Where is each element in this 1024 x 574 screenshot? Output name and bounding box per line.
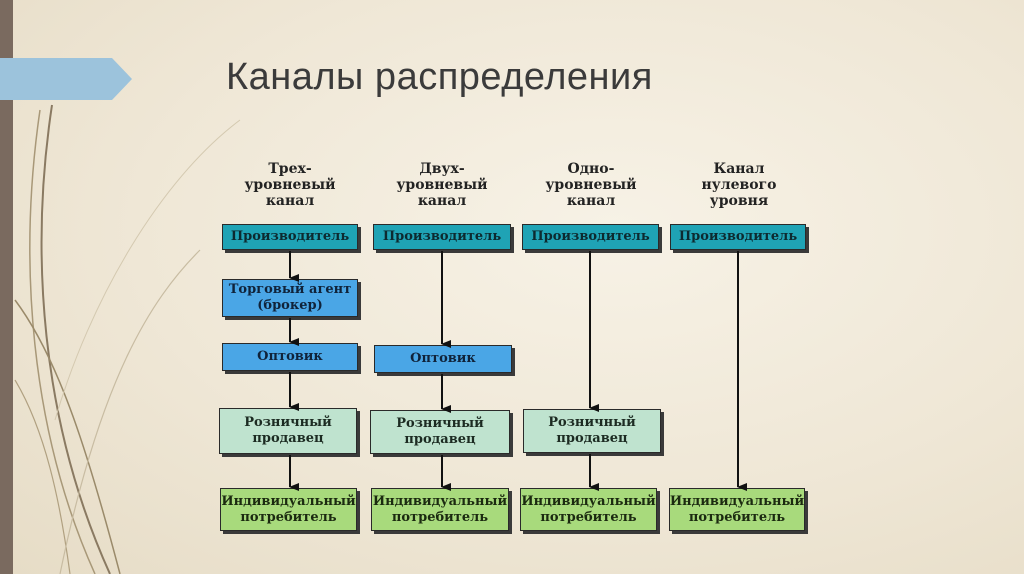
- column-header-one-level: Одно- уровневый канал: [545, 161, 637, 209]
- wholesaler-box: Оптовик: [222, 343, 358, 371]
- decorative-curves: [14, 104, 241, 574]
- retailer-box: Розничный продавец: [370, 410, 510, 454]
- left-accent-bar: [0, 0, 13, 574]
- consumer-box: Индивидуальный потребитель: [669, 488, 805, 531]
- consumer-box: Индивидуальный потребитель: [220, 488, 357, 531]
- page-title: Каналы распределения: [226, 56, 653, 98]
- column-header-zero-level: Канал нулевого уровня: [701, 161, 777, 209]
- consumer-box: Индивидуальный потребитель: [371, 488, 509, 531]
- wholesaler-box: Оптовик: [374, 345, 512, 373]
- title-accent-arrow: [0, 58, 132, 100]
- producer-box: Производитель: [522, 224, 659, 250]
- column-header-two-level: Двух- уровневый канал: [396, 161, 488, 209]
- retailer-box: Розничный продавец: [523, 409, 661, 453]
- agent-broker-box: Торговый агент (брокер): [222, 279, 358, 317]
- consumer-box: Индивидуальный потребитель: [520, 488, 657, 531]
- producer-box: Производитель: [222, 224, 358, 250]
- producer-box: Производитель: [670, 224, 806, 250]
- retailer-box: Розничный продавец: [219, 408, 357, 454]
- column-header-three-level: Трех- уровневый канал: [244, 161, 336, 209]
- producer-box: Производитель: [373, 224, 511, 250]
